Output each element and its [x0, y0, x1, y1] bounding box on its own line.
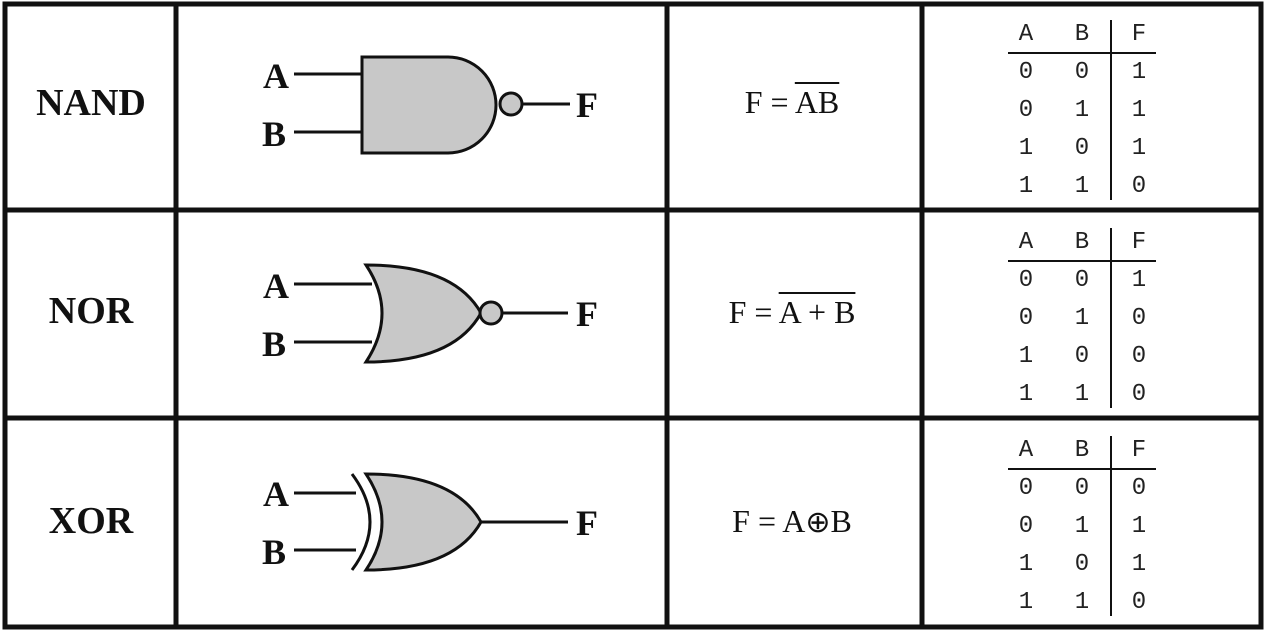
truth-table-row: 0 0 0: [1008, 470, 1158, 508]
gate-name-xor: XOR: [48, 500, 134, 542]
xor-expression: F = A⊕B: [667, 505, 917, 538]
truth-table-cell: 1: [1018, 381, 1034, 408]
truth-table-cell: 0: [1074, 343, 1090, 370]
truth-table-cell: F: [1131, 21, 1147, 48]
gate-name-nand: NAND: [36, 82, 146, 124]
nand-expression: F = AB: [667, 86, 917, 118]
truth-table-header-rule: [1008, 468, 1156, 470]
expression-operand: AB: [794, 84, 840, 120]
truth-table-cell: 0: [1131, 173, 1147, 200]
xor-gate-symbol: A B F: [262, 472, 598, 572]
truth-table-cell: 1: [1074, 381, 1090, 408]
truth-table-row: 1 0 1: [1008, 130, 1158, 168]
expression-lhs: F =: [732, 503, 783, 539]
nand-truth-table: A B F 0 0 1 0 1 1 1 0 1 1 1 0: [1008, 16, 1158, 200]
truth-table-cell: 1: [1018, 589, 1034, 616]
truth-table-cell: A: [1018, 229, 1034, 256]
truth-table-cell: 0: [1131, 475, 1147, 502]
xor-output-label: F: [576, 503, 598, 543]
xor-input-b-label: B: [262, 532, 286, 572]
xor-truth-table: A B F 0 0 0 0 1 1 1 0 1 1 1 0: [1008, 432, 1158, 616]
expression-lhs: F =: [744, 84, 795, 120]
nand-output-label: F: [576, 85, 598, 125]
truth-table-row: 0 0 1: [1008, 262, 1158, 300]
truth-table-cell: 0: [1131, 381, 1147, 408]
truth-table-cell: 1: [1131, 513, 1147, 540]
truth-table-cell: A: [1018, 21, 1034, 48]
truth-table-cell: 0: [1074, 475, 1090, 502]
truth-table-cell: 1: [1018, 173, 1034, 200]
truth-table-cell: 1: [1131, 135, 1147, 162]
truth-table-row: 0 1 0: [1008, 300, 1158, 338]
nor-output-label: F: [576, 294, 598, 334]
truth-table-cell: 1: [1074, 513, 1090, 540]
truth-table-cell: F: [1131, 229, 1147, 256]
truth-table-cell: 0: [1074, 267, 1090, 294]
truth-table-header-rule: [1008, 260, 1156, 262]
truth-table-row: 1 1 0: [1008, 376, 1158, 414]
nand-gate-symbol: A B F: [262, 55, 598, 155]
xor-operator: ⊕: [805, 506, 831, 539]
truth-table-cell: 0: [1131, 343, 1147, 370]
nor-input-a-label: A: [263, 266, 289, 306]
truth-table-cell: 1: [1074, 589, 1090, 616]
truth-table-cell: 0: [1131, 305, 1147, 332]
truth-table-cell: 1: [1131, 267, 1147, 294]
truth-table-row: 1 0 0: [1008, 338, 1158, 376]
truth-table-cell: B: [1074, 21, 1090, 48]
nor-expression: F = A + B: [667, 296, 917, 328]
truth-table-row: 0 1 1: [1008, 508, 1158, 546]
truth-table-cell: 1: [1131, 551, 1147, 578]
expression-operand-a: A: [782, 503, 806, 539]
gate-name-nor: NOR: [48, 290, 134, 332]
truth-table-row: 0 1 1: [1008, 92, 1158, 130]
truth-table-cell: 1: [1131, 59, 1147, 86]
nand-input-a-label: A: [263, 56, 289, 96]
truth-table-cell: A: [1018, 437, 1034, 464]
truth-table-cell: 1: [1074, 173, 1090, 200]
truth-table-cell: 0: [1074, 135, 1090, 162]
truth-table-output-rule: [1110, 228, 1112, 408]
truth-table-cell: 1: [1018, 135, 1034, 162]
nand-input-b-label: B: [262, 114, 286, 154]
truth-table-cell: 1: [1074, 305, 1090, 332]
truth-table-cell: 0: [1074, 59, 1090, 86]
expression-operand-b: B: [830, 503, 852, 539]
xor-input-a-label: A: [263, 474, 289, 514]
truth-table-cell: 0: [1018, 97, 1034, 124]
truth-table-cell: B: [1074, 229, 1090, 256]
truth-table-row: 0 0 1: [1008, 54, 1158, 92]
truth-table-cell: 0: [1018, 475, 1034, 502]
nor-gate-symbol: A B F: [262, 263, 598, 364]
truth-table-cell: 1: [1018, 343, 1034, 370]
truth-table-cell: B: [1074, 437, 1090, 464]
truth-table-cell: 0: [1018, 513, 1034, 540]
truth-table-cell: F: [1131, 437, 1147, 464]
truth-table-cell: 1: [1131, 97, 1147, 124]
truth-table-cell: 0: [1131, 589, 1147, 616]
truth-table-output-rule: [1110, 436, 1112, 616]
truth-table-row: 1 1 0: [1008, 168, 1158, 206]
truth-table-row: 1 0 1: [1008, 546, 1158, 584]
expression-operand: A + B: [778, 294, 856, 330]
truth-table-row: 1 1 0: [1008, 584, 1158, 622]
truth-table-cell: 1: [1018, 551, 1034, 578]
truth-table-cell: 0: [1074, 551, 1090, 578]
expression-lhs: F =: [728, 294, 779, 330]
nor-input-b-label: B: [262, 324, 286, 364]
truth-table-cell: 0: [1018, 267, 1034, 294]
nor-truth-table: A B F 0 0 1 0 1 0 1 0 0 1 1 0: [1008, 224, 1158, 408]
truth-table-cell: 1: [1074, 97, 1090, 124]
truth-table-cell: 0: [1018, 305, 1034, 332]
truth-table-header-rule: [1008, 52, 1156, 54]
truth-table-output-rule: [1110, 20, 1112, 200]
truth-table-cell: 0: [1018, 59, 1034, 86]
